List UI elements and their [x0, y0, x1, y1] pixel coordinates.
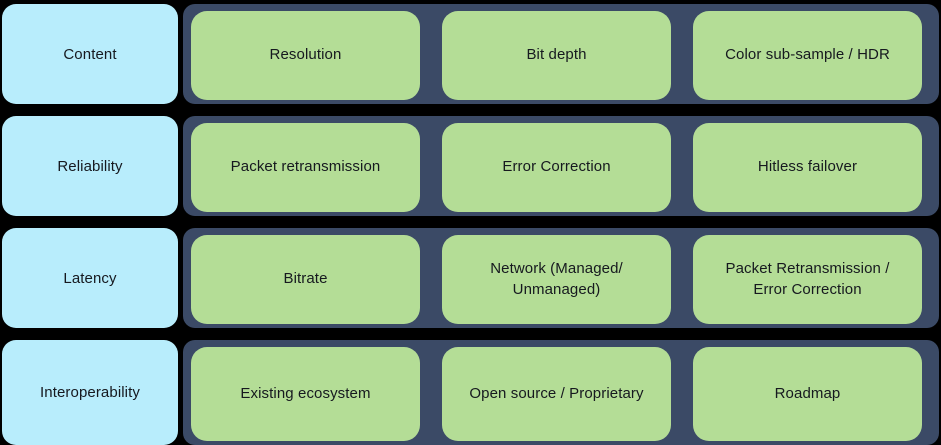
- cell-bitrate: Bitrate: [191, 235, 420, 324]
- row-label-content: Content: [2, 4, 178, 104]
- row-interoperability: Interoperability Existing ecosystem Open…: [2, 340, 939, 445]
- row-content-track: Resolution Bit depth Color sub-sample / …: [183, 4, 939, 104]
- row-reliability-track: Packet retransmission Error Correction H…: [183, 116, 939, 216]
- row-interoperability-track: Existing ecosystem Open source / Proprie…: [183, 340, 939, 445]
- row-label-interoperability: Interoperability: [2, 340, 178, 445]
- row-label-reliability: Reliability: [2, 116, 178, 216]
- cell-bit-depth: Bit depth: [442, 11, 671, 100]
- cell-existing-ecosystem: Existing ecosystem: [191, 347, 420, 441]
- cell-error-correction: Error Correction: [442, 123, 671, 212]
- row-latency-track: Bitrate Network (Managed/ Unmanaged) Pac…: [183, 228, 939, 328]
- cell-resolution: Resolution: [191, 11, 420, 100]
- cell-hitless-failover: Hitless failover: [693, 123, 922, 212]
- cell-packet-retransmission-error-correction: Packet Retransmission / Error Correction: [693, 235, 922, 324]
- cell-roadmap: Roadmap: [693, 347, 922, 441]
- row-latency: Latency Bitrate Network (Managed/ Unmana…: [2, 228, 939, 328]
- row-content: Content Resolution Bit depth Color sub-s…: [2, 4, 939, 104]
- cell-open-source-proprietary: Open source / Proprietary: [442, 347, 671, 441]
- cell-color-subsample-hdr: Color sub-sample / HDR: [693, 11, 922, 100]
- cell-packet-retransmission: Packet retransmission: [191, 123, 420, 212]
- row-reliability: Reliability Packet retransmission Error …: [2, 116, 939, 216]
- row-label-latency: Latency: [2, 228, 178, 328]
- cell-network-managed-unmanaged: Network (Managed/ Unmanaged): [442, 235, 671, 324]
